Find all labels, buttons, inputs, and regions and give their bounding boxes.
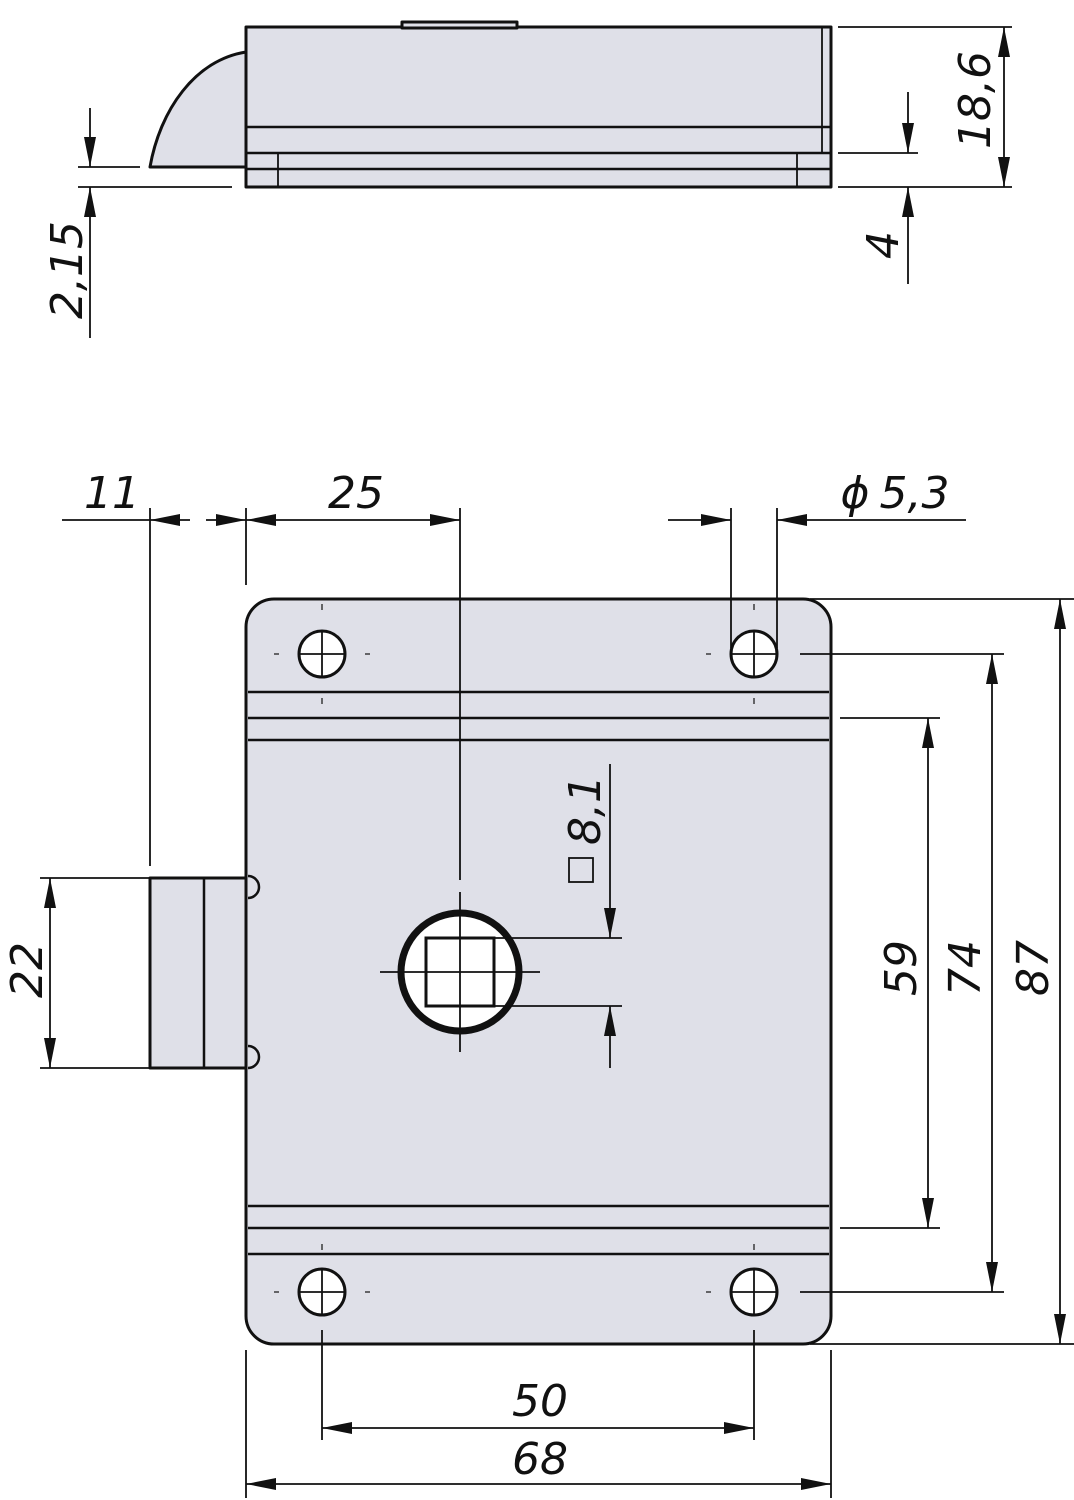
dim-label-bolt-height: 22 <box>2 942 53 998</box>
diameter-symbol: ϕ <box>840 468 869 519</box>
mounting-hole-bottom-right <box>706 1244 779 1317</box>
dim-label-bolt-projection: 11 <box>84 468 140 519</box>
dim-label-overall-height: 87 <box>1008 940 1059 996</box>
mounting-hole-top-right <box>706 604 779 704</box>
side-bolt-nose <box>148 50 248 169</box>
mounting-hole-top-left <box>274 604 370 704</box>
side-view: 18,6 4 2,15 <box>42 20 1012 338</box>
dim-label-hole-spacing-horizontal: 50 <box>512 1376 568 1427</box>
side-top-tab <box>400 20 519 30</box>
dim-label-inner-flange: 59 <box>876 940 927 996</box>
mounting-hole-bottom-left <box>274 1244 370 1317</box>
dim-label-side-thickness: 18,6 <box>950 51 1001 149</box>
dim-label-hole-spacing-vertical: 74 <box>940 940 991 996</box>
square-symbol <box>568 857 594 883</box>
dim-label-side-plate: 4 <box>858 231 909 259</box>
dim-label-spindle-square: 8,1 <box>560 775 611 845</box>
dim-label-spindle-offset: 25 <box>328 468 384 519</box>
spindle-hub <box>380 892 540 1052</box>
side-body <box>244 25 833 189</box>
front-bolt <box>148 876 250 1070</box>
dim-label-overall-width: 68 <box>512 1434 568 1485</box>
dim-label-side-bolt-offset: 2,15 <box>42 221 93 319</box>
